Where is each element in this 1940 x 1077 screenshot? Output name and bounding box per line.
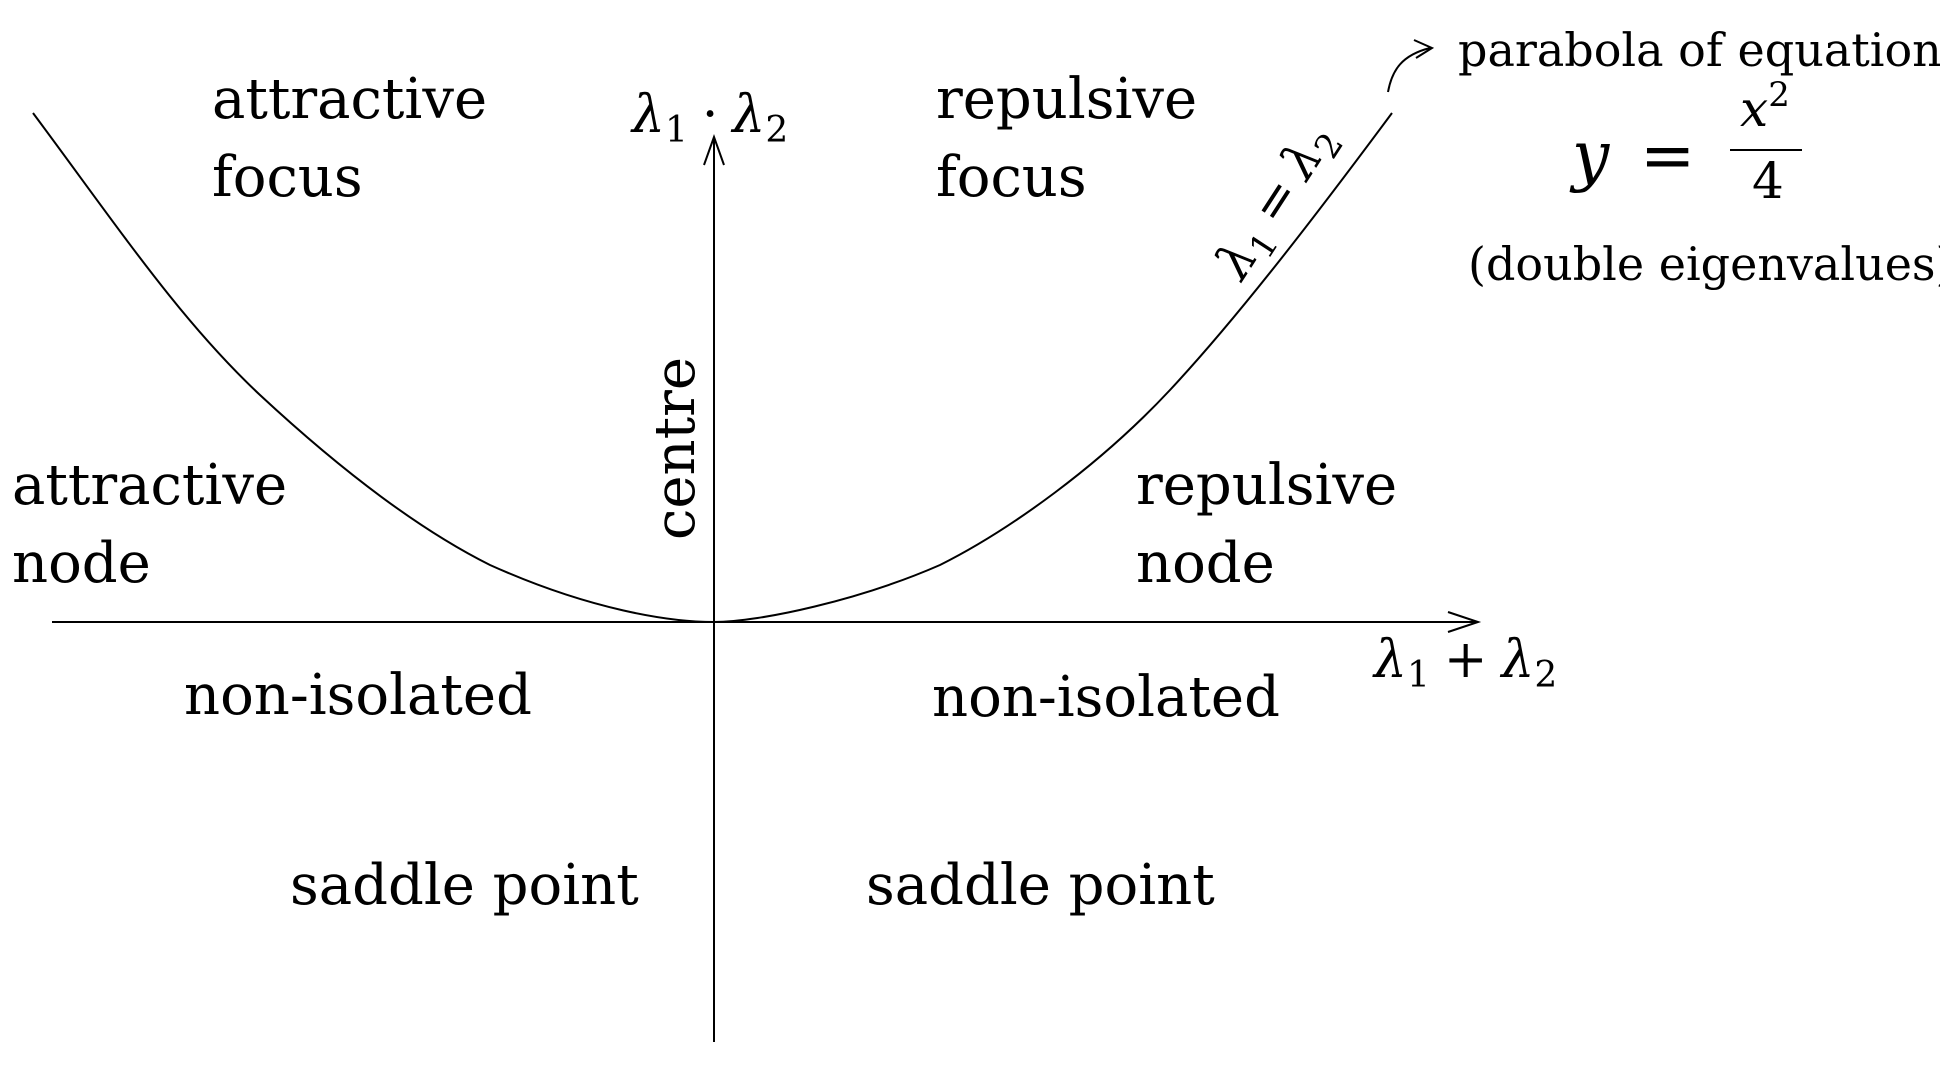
- region-repulsive-node-line2: node: [1136, 531, 1275, 596]
- equation-denominator: 4: [1752, 152, 1784, 210]
- region-saddle-left: saddle point: [290, 853, 639, 918]
- annotation-title: parabola of equation: [1458, 23, 1940, 77]
- region-attractive-node-line1: attractive: [12, 453, 287, 518]
- region-repulsive-node-line1: repulsive: [1136, 453, 1397, 518]
- region-attractive-focus-line1: attractive: [212, 67, 487, 132]
- x-axis-arrowhead: [1447, 611, 1482, 633]
- region-non-isolated-right: non-isolated: [932, 665, 1280, 730]
- region-non-isolated-left: non-isolated: [184, 663, 532, 728]
- region-repulsive-focus-line1: repulsive: [936, 67, 1197, 132]
- annotation-pointer-arrow: [1387, 47, 1431, 93]
- centre-label: centre: [643, 357, 708, 540]
- region-attractive-node-line2: node: [12, 531, 151, 596]
- y-axis-arrowhead: [703, 134, 725, 166]
- equation-numerator: x2: [1740, 75, 1790, 138]
- region-saddle-right: saddle point: [866, 853, 1215, 918]
- equation-y: y: [1569, 117, 1610, 194]
- curve-label: λ1=λ2: [1202, 112, 1352, 294]
- equation-equals: =: [1640, 117, 1695, 194]
- parabola-curve: [32, 112, 1393, 624]
- region-attractive-focus-line2: focus: [212, 145, 363, 210]
- region-repulsive-focus-line2: focus: [936, 145, 1087, 210]
- y-axis-label: λ1·λ2: [630, 85, 788, 151]
- annotation-note: (double eigenvalues): [1468, 237, 1940, 291]
- parabola-equation: y = x2 4: [1569, 75, 1802, 210]
- x-axis-label: λ1+λ2: [1372, 630, 1557, 696]
- annotation-pointer-arrowhead: [1413, 39, 1435, 59]
